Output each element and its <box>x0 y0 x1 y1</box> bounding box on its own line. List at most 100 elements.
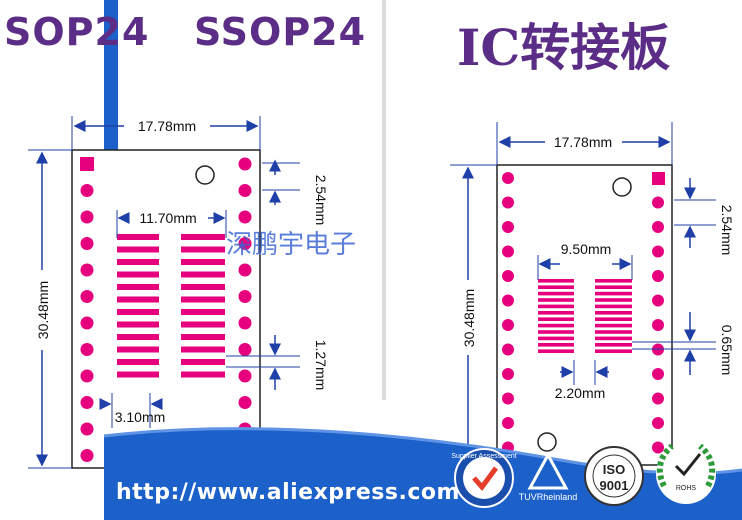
watermark: 深鹏宇电子 <box>226 230 357 260</box>
check-icon <box>472 466 499 491</box>
badge-supplier-text: Supplier Assessment <box>451 453 516 460</box>
badge-rohs-text: ROHS <box>676 485 697 492</box>
ssop-pad <box>595 336 632 341</box>
header-pin <box>80 369 94 383</box>
mounting-hole <box>537 432 557 452</box>
ssop-pad <box>538 291 574 296</box>
header-pin <box>80 184 94 197</box>
laurel-icon <box>697 443 716 488</box>
header-pin <box>80 449 94 462</box>
header-pin <box>80 263 94 277</box>
laurel-icon <box>656 443 675 488</box>
tuv-badge: TUVRheinland <box>519 451 577 502</box>
dim-ssop-pitch: 0.65mm <box>719 325 735 376</box>
sop-pad <box>181 321 225 328</box>
header-pin <box>238 157 252 171</box>
header-pin <box>80 210 94 224</box>
sop-pad <box>117 259 159 265</box>
header-pin <box>502 270 514 282</box>
header-pin <box>80 316 94 330</box>
ssop-pad <box>595 304 632 309</box>
triangle-icon <box>527 451 569 490</box>
header-pin <box>502 392 514 405</box>
ssop-pad <box>538 317 574 321</box>
dim-sop-pad: 3.10mm <box>115 409 166 425</box>
sop-pad <box>181 359 225 365</box>
header-pin <box>502 294 514 307</box>
dim-height-right: 30.48mm <box>461 289 477 347</box>
board-ssop24 <box>496 164 673 466</box>
mounting-hole <box>612 177 632 197</box>
separator-line <box>382 0 386 400</box>
header-pin <box>80 290 94 303</box>
sop-pad <box>117 271 159 278</box>
ssop-pad <box>595 311 632 315</box>
ssop-pad <box>538 323 574 328</box>
header-pin <box>652 319 664 331</box>
header-pin <box>652 294 664 307</box>
header-pin <box>238 316 252 330</box>
header-pin <box>80 422 94 436</box>
sop-pad <box>181 259 225 265</box>
dim-width-right: 17.78mm <box>554 134 612 150</box>
supplier-assessment-badge: Supplier Assessment <box>451 448 517 508</box>
sop-pad <box>181 284 225 290</box>
header-pin <box>652 441 664 454</box>
ssop-pad <box>538 349 574 353</box>
header-pin <box>238 290 252 303</box>
header-pin <box>652 270 664 282</box>
ssop-pad <box>538 311 574 315</box>
header-pin <box>238 396 252 409</box>
header-pin <box>652 392 664 405</box>
header-pin <box>238 210 252 224</box>
ssop-pad <box>538 343 574 347</box>
rohs-badge: ROHS <box>656 443 716 504</box>
ssop-pad <box>595 349 632 353</box>
dim-height-left: 30.48mm <box>35 281 51 339</box>
header-pin <box>238 237 252 250</box>
header-pin <box>502 221 514 233</box>
title-sop24: SOP24 <box>4 10 150 54</box>
blue-band-bottom <box>104 428 742 520</box>
ssop-pad <box>538 279 574 283</box>
title-ic-adapter: IC转接板 <box>457 18 671 77</box>
header-pin <box>502 172 514 184</box>
sop-pad <box>117 371 159 378</box>
header-pin <box>80 237 94 250</box>
sop-pad <box>181 296 225 303</box>
header-pin <box>238 184 252 197</box>
ssop-pad <box>595 343 632 347</box>
ssop-pad <box>538 330 574 334</box>
pin-header-right <box>502 172 665 454</box>
header-pin <box>652 245 664 258</box>
ssop-pad <box>595 291 632 296</box>
ssop-pads <box>538 279 632 353</box>
store-url[interactable]: http://www.aliexpress.com <box>116 480 460 505</box>
ssop-pad <box>595 298 632 302</box>
sop-pad <box>181 334 225 340</box>
header-pin <box>80 343 94 356</box>
badge-iso-text: ISO <box>603 462 625 477</box>
ssop-pad <box>595 323 632 328</box>
header-pin <box>238 343 252 356</box>
board-outline-right <box>496 164 673 466</box>
check-icon <box>674 453 702 477</box>
dimensions-left: 17.78mm 30.48mm 2.54mm 11.70mm 1.27mm <box>28 116 329 469</box>
dim-width-left: 17.78mm <box>138 118 196 134</box>
pin-1-square <box>652 172 665 185</box>
title-ssop24: SSOP24 <box>194 10 367 54</box>
sop-pad <box>117 346 159 353</box>
dim-ssop-pad: 2.20mm <box>555 385 606 401</box>
header-pin <box>502 343 514 356</box>
dimensions-right: 17.78mm 30.48mm 2.54mm 9.50mm 0.65mm <box>450 122 735 466</box>
ssop-pad <box>595 279 632 283</box>
dim-sop-pitch: 1.27mm <box>313 340 329 391</box>
header-pin <box>80 396 94 409</box>
pin-1-square <box>80 157 94 171</box>
dim-sop-span: 11.70mm <box>139 210 196 226</box>
sop-pad <box>181 271 225 278</box>
ssop-pad <box>595 317 632 321</box>
sop-pad <box>117 234 159 240</box>
header-pin <box>502 368 514 380</box>
sop-pad <box>117 296 159 303</box>
